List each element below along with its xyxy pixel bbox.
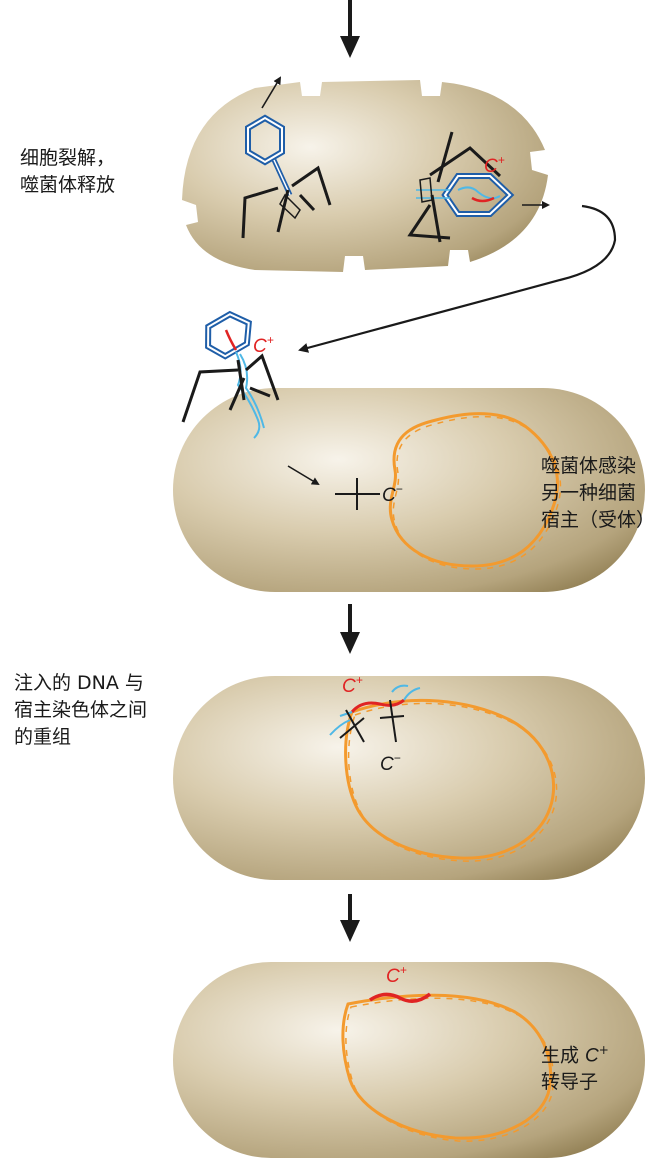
transfer-arrow-long xyxy=(298,204,617,353)
c-minus-label-2: C− xyxy=(380,751,401,775)
infection-label: 噬菌体感染 另一种细菌 宿主（受体） xyxy=(541,453,655,534)
down-arrow-top xyxy=(340,0,360,58)
recombining-donor-dna xyxy=(329,684,421,743)
transductant-label-line1: 生成 C+ xyxy=(541,1043,609,1067)
c-plus-label-2: C+ xyxy=(253,333,274,357)
transductant-label-line2: 转导子 xyxy=(541,1071,599,1094)
recombination-label: 注入的 DNA 与 宿主染色体之间 的重组 xyxy=(14,670,147,751)
transductant-cell xyxy=(173,962,645,1158)
lysis-label-line2: 噬菌体释放 xyxy=(20,174,116,196)
lysis-label: 细胞裂解， 噬菌体释放 xyxy=(20,145,115,199)
down-arrow-bottom xyxy=(340,894,360,942)
recombination-label-line2: 宿主染色体之间 xyxy=(14,699,148,721)
host-chromosome-1 xyxy=(388,412,562,570)
host-chromosome-2 xyxy=(344,698,558,862)
recombination-cell xyxy=(173,676,645,880)
infection-label-line3: 宿主（受体） xyxy=(541,509,656,531)
recombination-label-line3: 的重组 xyxy=(14,726,72,748)
injection-arrow xyxy=(287,465,320,486)
transductant-label: 生成 C+ 转导子 xyxy=(541,1037,609,1096)
phage-transducing xyxy=(407,131,515,243)
integrated-c-plus-segment xyxy=(369,992,432,1003)
lysed-cell xyxy=(182,80,548,272)
recipient-cell xyxy=(173,388,645,592)
host-chromosome-3 xyxy=(341,992,555,1142)
release-arrow xyxy=(261,76,282,109)
phage-released-empty xyxy=(241,114,332,239)
c-plus-label-1: C+ xyxy=(484,153,505,177)
lysis-label-line1: 细胞裂解， xyxy=(20,147,116,169)
infection-label-line2: 另一种细菌 xyxy=(541,482,637,504)
c-plus-label-4: C+ xyxy=(386,963,407,987)
phage-injecting xyxy=(181,310,280,439)
recombination-label-line1: 注入的 DNA 与 xyxy=(14,672,144,694)
infection-label-line1: 噬菌体感染 xyxy=(541,455,637,477)
c-minus-label-1: C− xyxy=(382,482,403,506)
down-arrow-middle xyxy=(340,604,360,654)
c-plus-label-3: C+ xyxy=(342,673,363,697)
